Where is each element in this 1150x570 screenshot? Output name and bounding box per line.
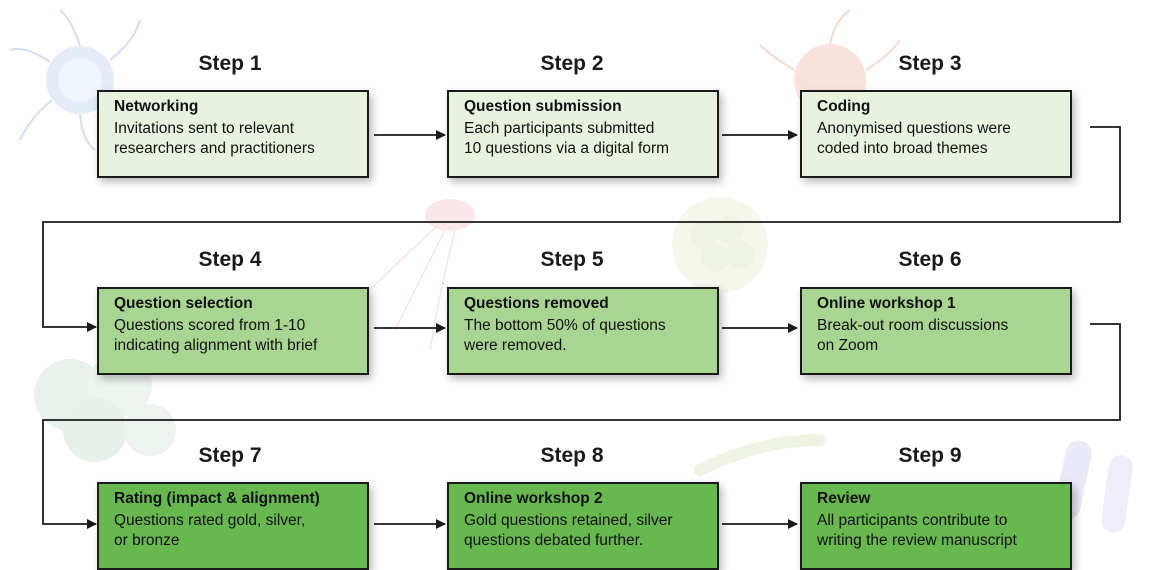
step-5-box: Questions removed The bottom 50% of ques… xyxy=(447,287,719,375)
step-7-description-line-2: or bronze xyxy=(114,532,180,549)
step-4-description-line-1: Questions scored from 1-10 xyxy=(114,317,306,334)
step-7-title: Rating (impact & alignment) xyxy=(114,490,320,507)
step-2-label: Step 2 xyxy=(540,52,604,75)
blue-virus-icon xyxy=(9,9,151,151)
step-5-description-line-2: were removed. xyxy=(464,337,567,354)
step-1-label: Step 1 xyxy=(198,52,262,75)
step-6-description-line-2: on Zoom xyxy=(817,337,879,354)
step-7-box: Rating (impact & alignment) Questions ra… xyxy=(97,482,369,570)
step-9-box: Review All participants contribute to wr… xyxy=(800,482,1072,570)
step-9-title: Review xyxy=(817,490,871,507)
step-6-box: Online workshop 1 Break-out room discuss… xyxy=(800,287,1072,375)
step-4-title: Question selection xyxy=(114,295,253,312)
step-8-title: Online workshop 2 xyxy=(464,490,603,507)
step-6-title: Online workshop 1 xyxy=(817,295,956,312)
step-4-box: Question selection Questions scored from… xyxy=(97,287,369,375)
step-8-description-line-2: questions debated further. xyxy=(464,532,644,549)
step-9-description-line-2: writing the review manuscript xyxy=(817,532,1017,549)
step-2-title: Question submission xyxy=(464,98,622,115)
step-8-description-line-1: Gold questions retained, silver xyxy=(464,512,673,529)
step-1-box: Networking Invitations sent to relevant … xyxy=(97,90,369,178)
step-7-description-line-1: Questions rated gold, silver, xyxy=(114,512,306,529)
step-2-description-line-1: Each participants submitted xyxy=(464,120,655,137)
step-4-description-line-2: indicating alignment with brief xyxy=(114,337,318,354)
step-7-label: Step 7 xyxy=(198,444,262,467)
step-4-label: Step 4 xyxy=(198,248,262,271)
step-1-description-line-1: Invitations sent to relevant xyxy=(114,120,295,137)
step-6-label: Step 6 xyxy=(898,248,962,271)
step-9-label: Step 9 xyxy=(898,444,962,467)
step-2-box: Question submission Each participants su… xyxy=(447,90,719,178)
step-3-label: Step 3 xyxy=(898,52,962,75)
step-3-box: Coding Anonymised questions were coded i… xyxy=(800,90,1072,178)
step-3-description-line-1: Anonymised questions were xyxy=(817,120,1011,137)
step-1-title: Networking xyxy=(114,98,199,115)
arrow-step3-to-step4 xyxy=(42,126,1121,332)
step-8-label: Step 8 xyxy=(540,444,604,467)
rod-bacterium-icon xyxy=(694,434,826,476)
step-8-box: Online workshop 2 Gold questions retaine… xyxy=(447,482,719,570)
step-9-description-line-1: All participants contribute to xyxy=(817,512,1008,529)
step-3-title: Coding xyxy=(817,98,871,115)
step-6-description-line-1: Break-out room discussions xyxy=(817,317,1009,334)
step-5-description-line-1: The bottom 50% of questions xyxy=(464,317,666,334)
arrow-step6-to-step7 xyxy=(42,323,1121,529)
step-1-description-line-2: researchers and practitioners xyxy=(114,140,315,157)
cell-cluster-icon xyxy=(672,197,768,293)
step-3-description-line-2: coded into broad themes xyxy=(817,140,988,157)
step-2-description-line-2: 10 questions via a digital form xyxy=(464,140,670,157)
step-5-title: Questions removed xyxy=(464,295,609,312)
step-5-label: Step 5 xyxy=(540,248,604,271)
